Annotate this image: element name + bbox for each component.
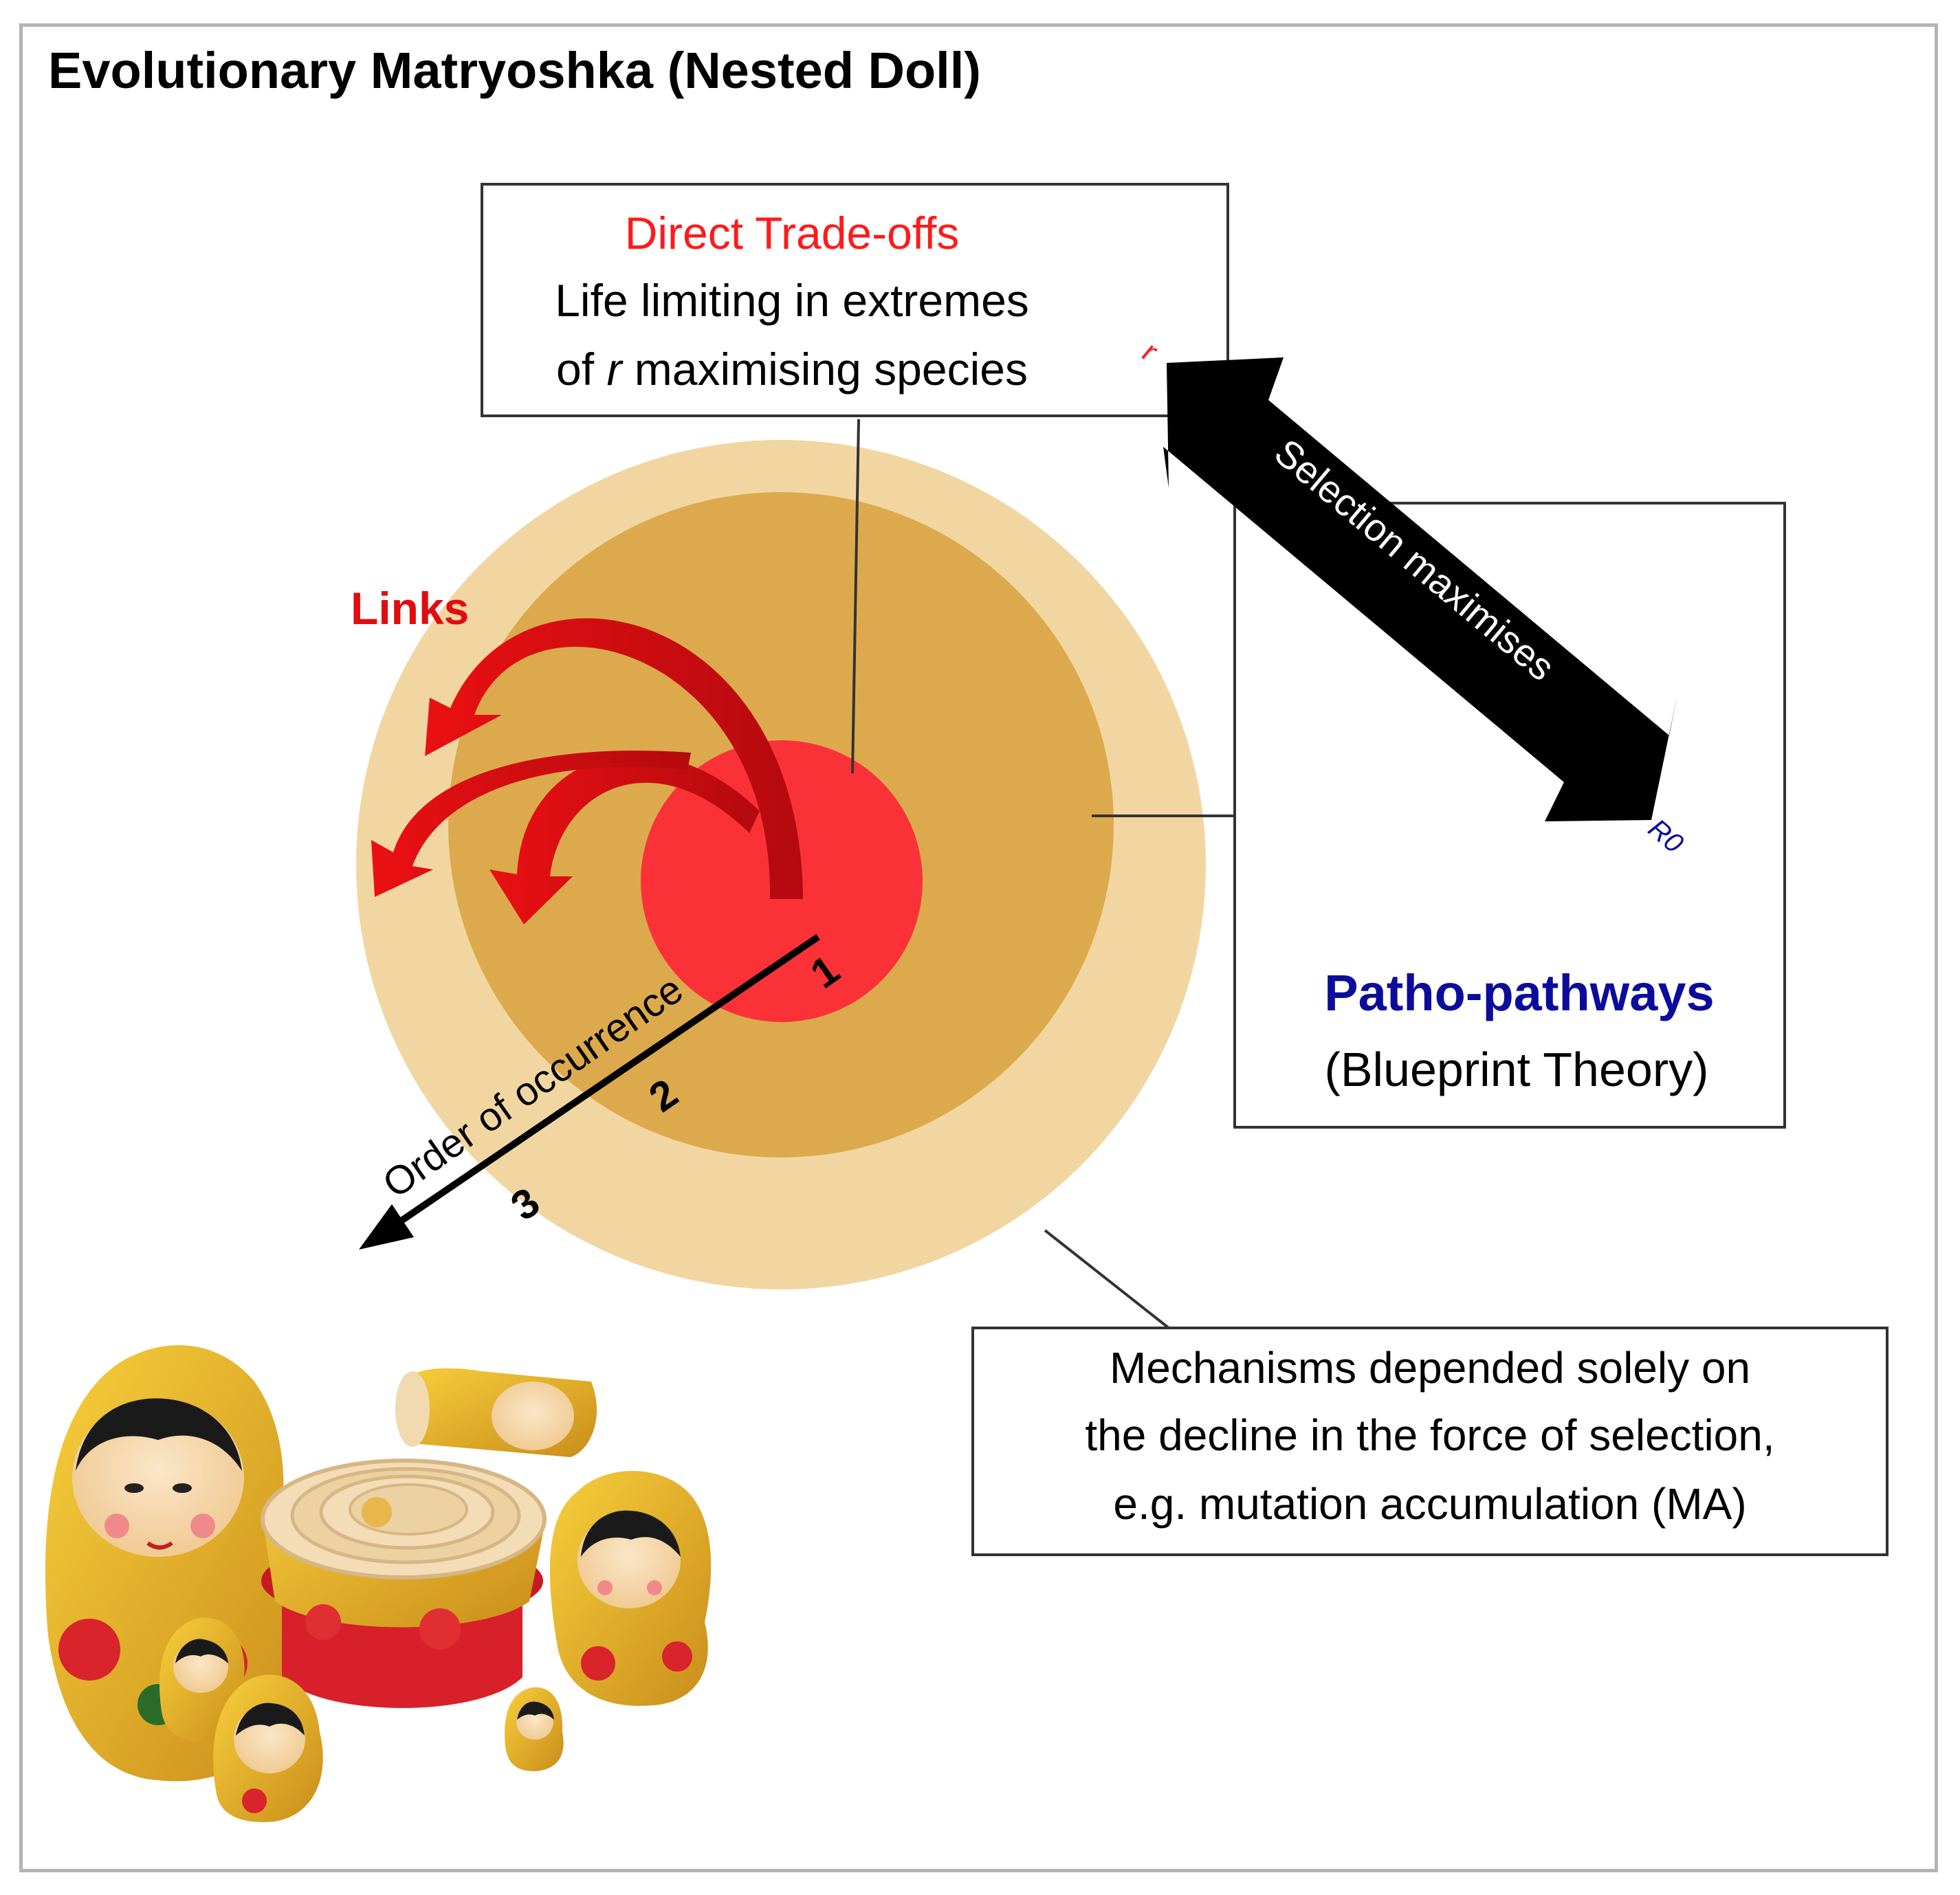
mechanisms-line3: e.g. mutation accumulation (MA)	[1113, 1479, 1746, 1529]
selection-double-arrow	[1163, 357, 1677, 821]
connector-direct	[851, 419, 860, 774]
patho-pathways-subtitle: (Blueprint Theory)	[1325, 1043, 1709, 1096]
direct-tradeoffs-box: Direct Trade-offs Life limiting in extre…	[481, 183, 1229, 417]
mechanisms-box: Mechanisms depended solely on the declin…	[971, 1327, 1889, 1556]
links-arrows	[371, 618, 803, 924]
direct-tradeoffs-line2: of r maximising species	[556, 344, 1028, 395]
doll-small-2	[213, 1674, 323, 1822]
connector-mechanisms	[1044, 1229, 1170, 1329]
mechanisms-line1: Mechanisms depended solely on	[1110, 1343, 1750, 1393]
direct-tradeoffs-line1: Life limiting in extremes	[555, 275, 1029, 326]
patho-pathways-heading: Patho-pathways	[1324, 964, 1714, 1021]
order-axis-line	[393, 933, 820, 1228]
link-arrow-1	[425, 618, 803, 899]
doll-open	[261, 1368, 597, 1708]
matryoshka-dolls-image	[45, 1345, 712, 1822]
link-arrow-3	[371, 750, 691, 897]
figure-frame	[19, 23, 1938, 1872]
figure-title: Evolutionary Matryoshka (Nested Doll)	[48, 42, 981, 99]
patho-pathways-box: Patho-pathways (Blueprint Theory)	[1233, 502, 1786, 1129]
link-arrow-2	[489, 754, 760, 924]
links-label: Links	[351, 583, 469, 634]
order-axis-arrowhead	[359, 1204, 414, 1250]
direct-tradeoffs-heading: Direct Trade-offs	[625, 208, 960, 258]
doll-small-3	[505, 1687, 564, 1771]
doll-medium	[550, 1471, 712, 1706]
mechanisms-line2: the decline in the force of selection,	[1085, 1410, 1774, 1460]
